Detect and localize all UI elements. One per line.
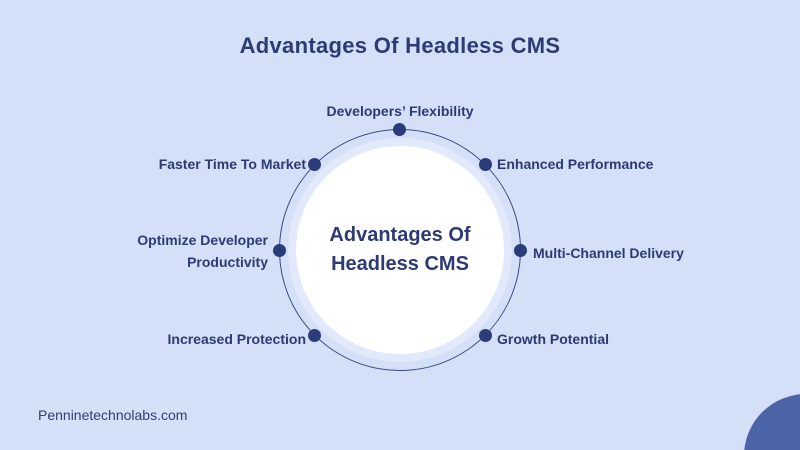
node-label-multi-channel-delivery: Multi-Channel Delivery bbox=[533, 245, 684, 261]
node-dot-multi-channel-delivery bbox=[514, 244, 527, 257]
center-text-line2: Headless CMS bbox=[331, 253, 469, 275]
node-label-optimize-developer-productivity: Optimize Developer Productivity bbox=[137, 232, 268, 270]
node-label-enhanced-performance: Enhanced Performance bbox=[497, 156, 654, 172]
node-dot-growth-potential bbox=[479, 329, 492, 342]
node-label-growth-potential: Growth Potential bbox=[497, 331, 609, 347]
node-label-increased-protection: Increased Protection bbox=[167, 331, 307, 347]
center-circle: Advantages Of Headless CMS bbox=[296, 146, 504, 354]
node-dot-enhanced-performance bbox=[479, 158, 492, 171]
page-title: Advantages Of Headless CMS bbox=[239, 33, 561, 58]
center-circle-text: Advantages Of Headless CMS bbox=[329, 221, 470, 279]
node-dot-developers-flexibility bbox=[393, 123, 406, 136]
center-text-line1: Advantages Of bbox=[329, 224, 471, 246]
node-label-developers-flexibility: Developers’ Flexibility bbox=[326, 103, 474, 119]
node-dot-increased-protection bbox=[308, 329, 321, 342]
website-credit: Penninetechnolabs.com bbox=[38, 407, 188, 423]
node-dot-optimize-developer-productivity bbox=[273, 244, 286, 257]
node-dot-faster-time-to-market bbox=[308, 158, 321, 171]
node-label-faster-time-to-market: Faster Time To Market bbox=[158, 156, 306, 172]
